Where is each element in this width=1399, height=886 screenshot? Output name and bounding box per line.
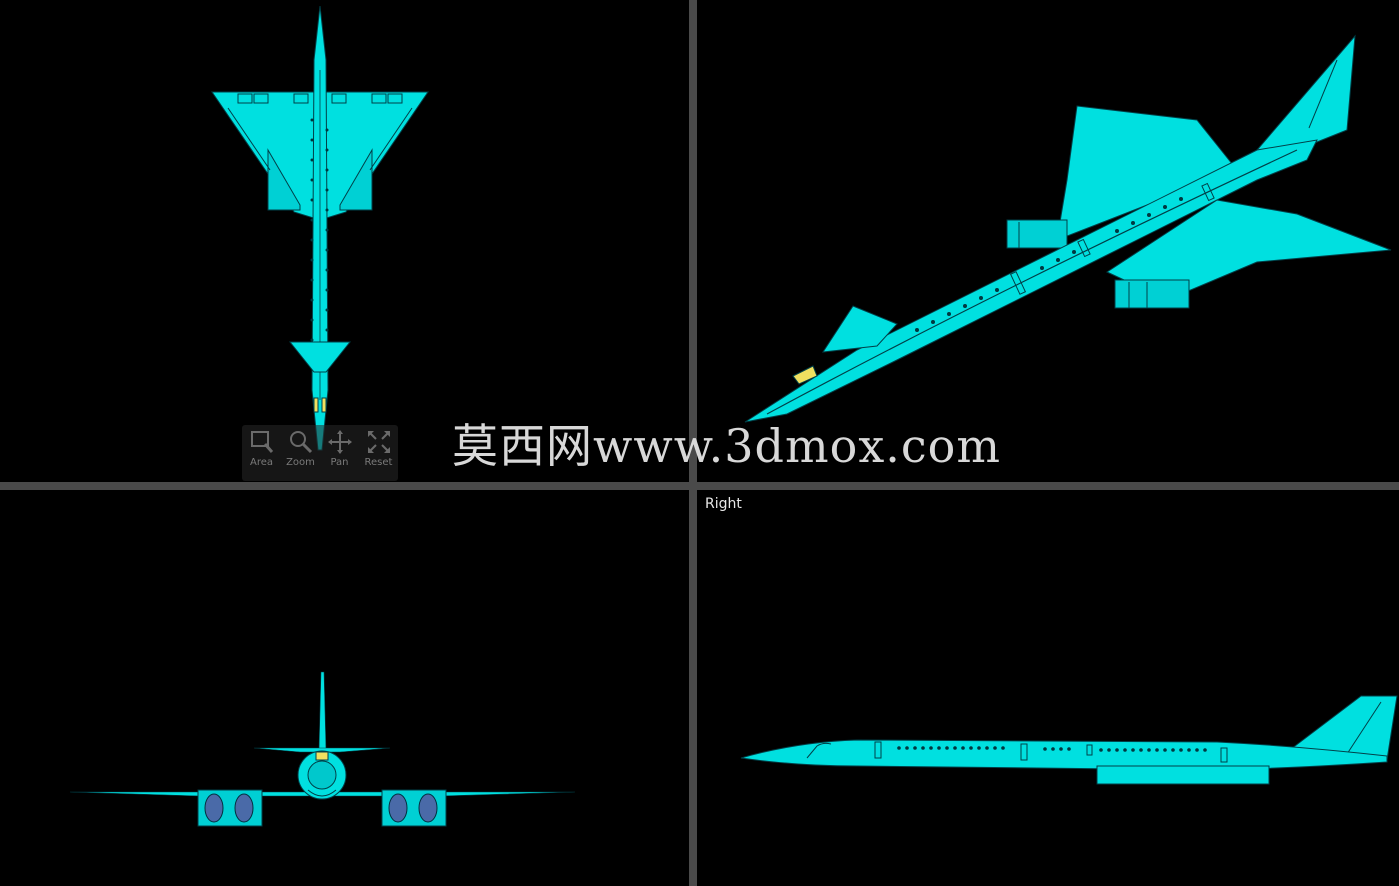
watermark-text: 莫西网www.3dmox.com xyxy=(452,419,1001,473)
viewport-perspective[interactable] xyxy=(697,0,1399,482)
area-zoom-button[interactable]: Area xyxy=(243,429,281,468)
navigation-toolbar: Area Zoom Pan xyxy=(242,425,398,481)
viewport-front[interactable] xyxy=(0,490,689,886)
reset-label: Reset xyxy=(364,457,393,468)
viewport-splitter-horizontal[interactable] xyxy=(0,482,1399,490)
pan-button[interactable]: Pan xyxy=(321,429,359,468)
reset-button[interactable]: Reset xyxy=(360,429,398,468)
reset-expand-icon xyxy=(367,431,390,453)
zoom-label: Zoom xyxy=(286,457,315,468)
area-zoom-icon xyxy=(250,431,273,453)
viewport-label-right: Right xyxy=(705,496,742,512)
viewport-splitter-vertical[interactable] xyxy=(689,0,697,886)
magnifier-icon xyxy=(289,431,312,454)
pan-arrows-icon xyxy=(327,430,352,454)
aircraft-front-view xyxy=(69,671,576,827)
viewport-right[interactable]: Right xyxy=(697,490,1399,886)
pan-label: Pan xyxy=(330,457,349,468)
viewport-top[interactable]: Area Zoom Pan xyxy=(0,0,689,482)
area-zoom-label: Area xyxy=(249,457,273,468)
aircraft-perspective-view xyxy=(744,34,1392,423)
zoom-button[interactable]: Zoom xyxy=(282,429,320,468)
aircraft-side-view xyxy=(740,695,1398,785)
